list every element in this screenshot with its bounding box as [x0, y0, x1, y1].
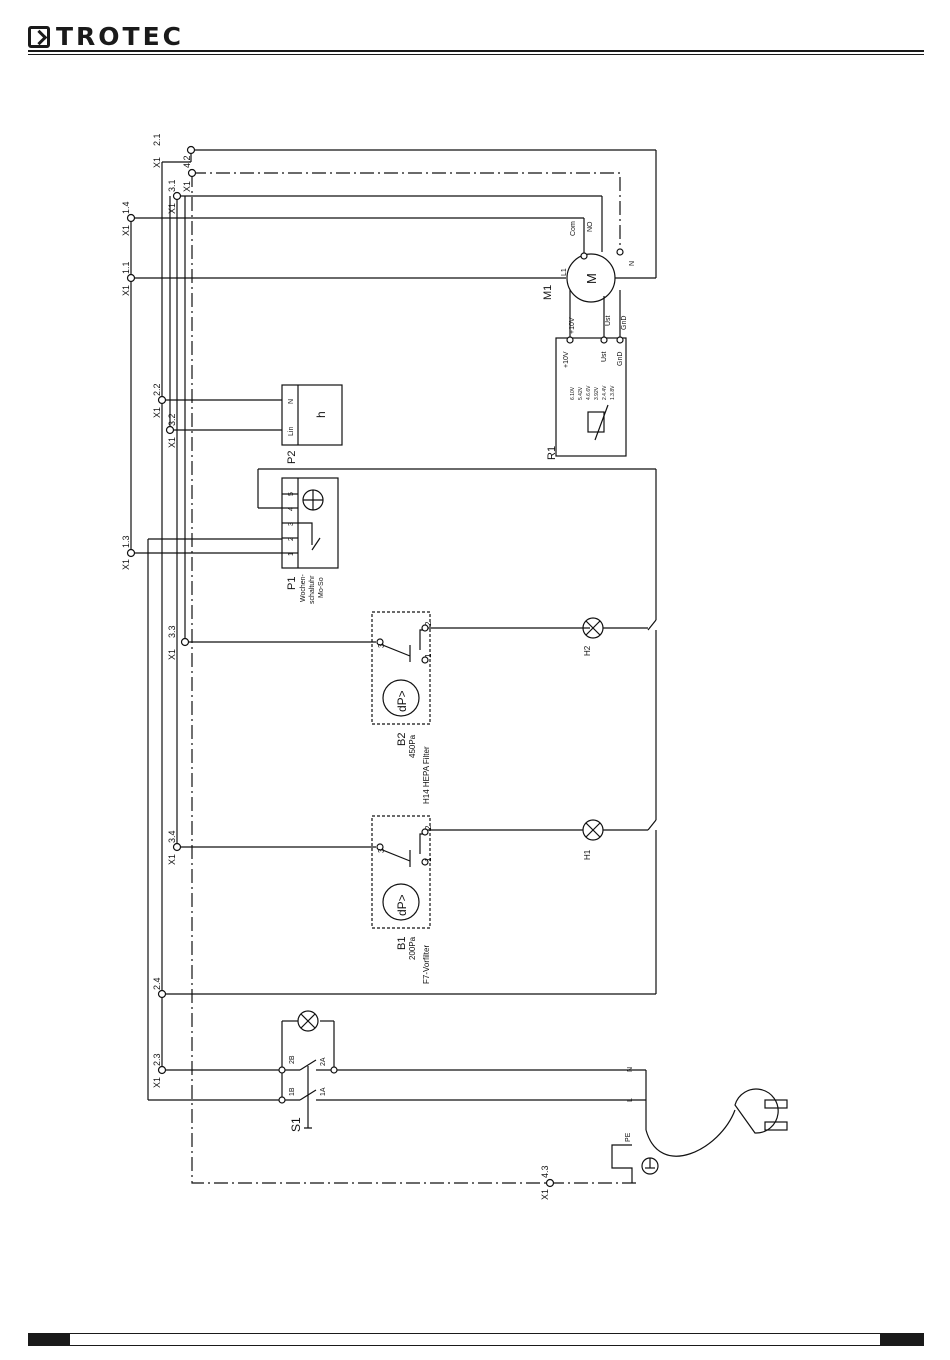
b1-pin-label: 2	[424, 825, 433, 830]
p2-pin-label: N	[288, 399, 295, 404]
terminal-label: 1.3	[121, 535, 131, 548]
p1-desc: schaltuhr	[309, 575, 316, 604]
footer-bar	[28, 1333, 924, 1346]
r1-voltage: 2.4.4V	[602, 385, 608, 400]
r1-pin-label: Ust	[601, 351, 608, 362]
r1-voltage: 1.3.8V	[610, 385, 616, 400]
p2-symbol: h	[314, 411, 328, 418]
p1-pin-label: 2	[288, 537, 295, 541]
footer-left-block	[28, 1333, 70, 1346]
b1-pin-label: 1	[424, 857, 433, 862]
b2-pin-label: 3	[377, 643, 386, 648]
terminal-label: X1	[182, 181, 192, 192]
b1-desc: F7-Vorfilter	[422, 945, 431, 984]
r1-pin-label: +10V	[563, 351, 570, 368]
terminal-label: 4.3	[540, 1165, 550, 1178]
terminal-label: 2.4	[152, 977, 162, 990]
header-rule	[28, 50, 924, 52]
r1-voltage: 6.10V	[570, 386, 576, 400]
page-header: TROTEC	[0, 0, 950, 60]
motor-pin-label: GnD	[621, 316, 628, 330]
r1-voltage: 5.42V	[578, 386, 584, 400]
terminal-label: X1	[167, 649, 177, 660]
r1-voltage: 4.6.6V	[586, 385, 592, 400]
motor-pin-label: NO	[587, 221, 594, 232]
p2-ref: P2	[286, 451, 298, 464]
b2-symbol: dP>	[395, 690, 409, 712]
p1-desc: Wochen-	[300, 573, 307, 602]
s1-pin-label: 2A	[320, 1057, 327, 1066]
p1-pin-label: 1	[288, 552, 295, 556]
b1-value: 200Pa	[408, 936, 417, 960]
b1-ref: B1	[396, 937, 408, 950]
terminal-dots	[126, 145, 624, 1188]
s1-pin-label: 1A	[320, 1087, 327, 1096]
terminal-label: 2.2	[152, 383, 162, 396]
p1-pin-label: 3	[288, 522, 295, 526]
r1-pin-label: GnD	[617, 352, 624, 366]
chevron-icon	[28, 25, 50, 48]
motor-pin-label: Com	[570, 221, 577, 236]
s1-pin-label: 1B	[289, 1087, 296, 1096]
p2-pin-label: Lin	[288, 427, 295, 436]
motor-pin-label: L1	[561, 268, 568, 276]
supply-label: L	[627, 1098, 634, 1102]
brand-name: TROTEC	[56, 22, 185, 51]
brand-logo: TROTEC	[28, 22, 184, 51]
terminal-label: X1	[167, 203, 177, 214]
terminal-label: X1	[152, 1077, 162, 1088]
terminal-label: X1	[121, 559, 131, 570]
s1-ref: S1	[289, 1117, 303, 1132]
r1-voltage: 3.92V	[594, 386, 600, 400]
supply-label: N	[627, 1067, 634, 1072]
terminal-label: 4.2	[182, 155, 192, 168]
terminal-label: 2.3	[152, 1053, 162, 1066]
terminal-label: X1	[540, 1189, 550, 1200]
p1-pin-label: 5	[288, 492, 295, 496]
b2-desc: H14 HEPA Filter	[422, 746, 431, 804]
motor-pin-label: +10V	[569, 317, 576, 334]
footer-right-block	[880, 1333, 924, 1346]
lamp-label: H2	[583, 645, 592, 656]
lamp-label: H1	[583, 849, 592, 860]
terminal-label: X1	[152, 407, 162, 418]
terminal-label: X1	[167, 854, 177, 865]
b1-symbol: dP>	[395, 894, 409, 916]
terminal-label: X1	[167, 437, 177, 448]
terminal-label: X1	[121, 285, 131, 296]
motor-ref: M1	[542, 285, 554, 300]
motor-pin-label: N	[629, 261, 636, 266]
b2-pin-label: 2	[424, 621, 433, 626]
terminal-label: 3.4	[167, 830, 177, 843]
header-rule-thin	[28, 54, 924, 55]
b1-pin-label: 3	[377, 848, 386, 853]
terminal-label: 1.1	[121, 261, 131, 274]
supply-label: PE	[625, 1132, 632, 1142]
terminal-label: 3.3	[167, 625, 177, 638]
b2-value: 450Pa	[408, 734, 417, 758]
terminal-label: 3.2	[167, 413, 177, 426]
motor-symbol: M	[584, 273, 599, 284]
s1-pin-label: 2B	[289, 1055, 296, 1064]
motor-pin-label: Ust	[605, 315, 612, 326]
p1-pin-label: 4	[288, 507, 295, 511]
p1-ref: P1	[286, 577, 298, 590]
terminal-label: X1	[121, 225, 131, 236]
p1-desc: Mo-So	[318, 577, 325, 598]
b2-ref: B2	[396, 733, 408, 746]
terminal-label: 2.1	[152, 133, 162, 146]
terminal-label: 1.4	[121, 201, 131, 214]
terminal-label: X1	[152, 157, 162, 168]
terminal-label: 3.1	[167, 179, 177, 192]
b2-pin-label: 1	[424, 653, 433, 658]
r1-ref: R1	[546, 446, 558, 460]
